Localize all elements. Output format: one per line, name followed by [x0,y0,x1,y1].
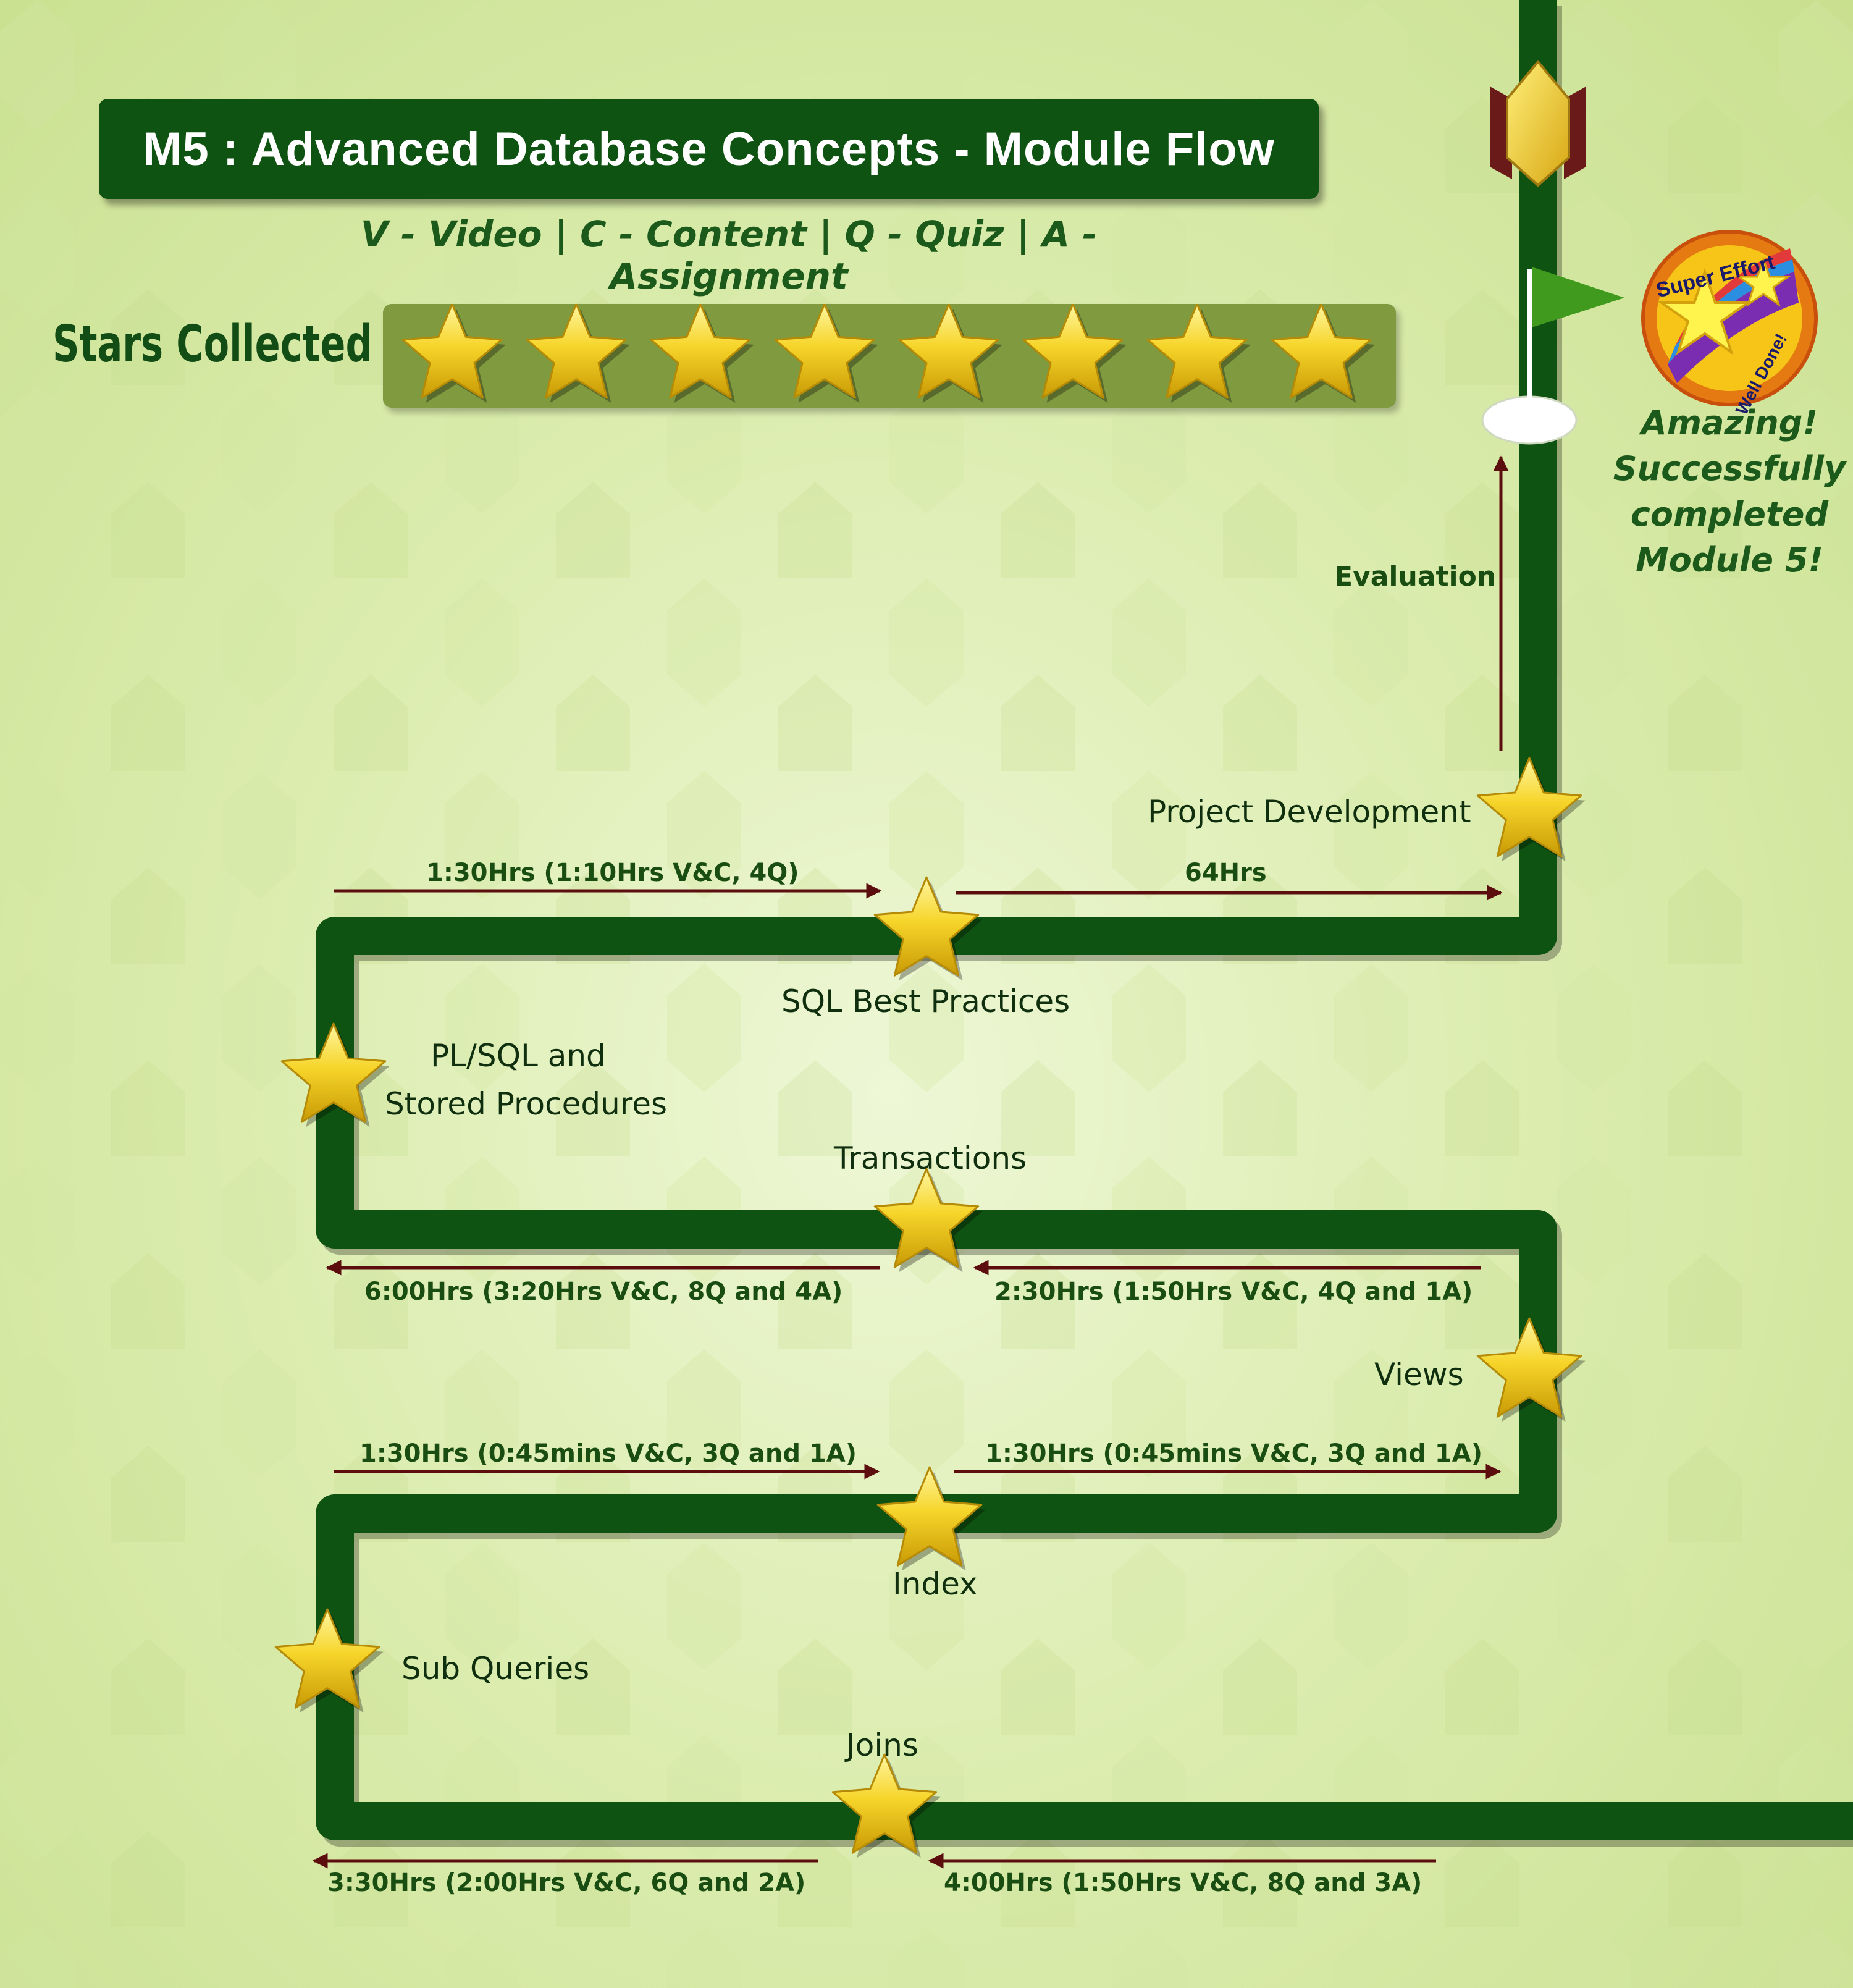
super-effort-badge [1641,230,1818,406]
collected-star [526,303,630,403]
milestone-star-project-development [1476,757,1586,862]
duration-arrows [312,883,1503,1869]
duration-label-transactions: 2:30Hrs (1:50Hrs V&C, 4Q and 1A) [994,1278,1473,1306]
collected-star [774,303,878,403]
collected-star [1022,303,1127,403]
stars-collected-label: Stars Collected [53,315,372,374]
page-title: M5 : Advanced Database Concepts - Module… [143,122,1275,175]
duration-label-sub-queries: 3:30Hrs (2:00Hrs V&C, 6Q and 2A) [327,1869,806,1897]
duration-label-joins: 4:00Hrs (1:50Hrs V&C, 8Q and 3A) [944,1869,1422,1897]
milestone-label-sub-queries: Sub Queries [401,1651,590,1687]
top-ribbon-marker [1490,59,1586,187]
collected-star [898,303,1002,403]
milestone-label-views: Views [1374,1357,1464,1392]
milestone-label-transactions: Transactions [834,1140,1027,1176]
milestone-label-best-practices: SQL Best Practices [781,983,1070,1019]
completion-message: Amazing! Successfully completed Module 5… [1606,400,1853,583]
milestone-star-sub-queries [274,1608,384,1713]
duration-label-views: 1:30Hrs (0:45mins V&C, 3Q and 1A) [985,1439,1482,1468]
milestone-star-best-practices [873,876,983,981]
title-banner: M5 : Advanced Database Concepts - Module… [99,99,1319,199]
collected-stars [401,303,1375,403]
finish-flag [1481,267,1624,445]
duration-label-index: 1:30Hrs (0:45mins V&C, 3Q and 1A) [359,1439,857,1468]
milestone-star-index [876,1466,986,1571]
milestone-stars [274,757,1586,1858]
milestone-label-plsql: PL/SQL and [431,1038,606,1074]
milestone-label-project: Project Development [1148,794,1471,830]
milestone-label-joins: Joins [846,1727,918,1763]
module-path [316,0,1853,1840]
milestone-label-plsql-line2: Stored Procedures [385,1086,668,1122]
duration-label-project: 64Hrs [1185,859,1267,887]
milestone-star-transactions [873,1168,983,1273]
stars-collected-panel [383,303,1396,408]
completion-line: Successfully [1613,449,1846,488]
completion-line: Module 5! [1635,541,1824,579]
milestone-star-plsql [280,1022,390,1127]
milestone-label-index: Index [893,1566,978,1602]
milestone-star-views [1476,1317,1586,1422]
milestone-star-joins [831,1753,941,1858]
completion-line: Amazing! [1641,403,1818,442]
evaluation-label: Evaluation [1334,561,1497,592]
collected-star [401,303,506,403]
duration-label-plsql: 6:00Hrs (3:20Hrs V&C, 8Q and 4A) [364,1278,843,1306]
duration-label-best-practices: 1:30Hrs (1:10Hrs V&C, 4Q) [426,859,799,887]
collected-star [650,303,754,403]
completion-line: completed [1630,495,1829,534]
collected-star [1146,303,1251,403]
collected-star [1271,303,1375,403]
legend: V - Video | C - Content | Q - Quiz | A -… [360,213,1098,297]
